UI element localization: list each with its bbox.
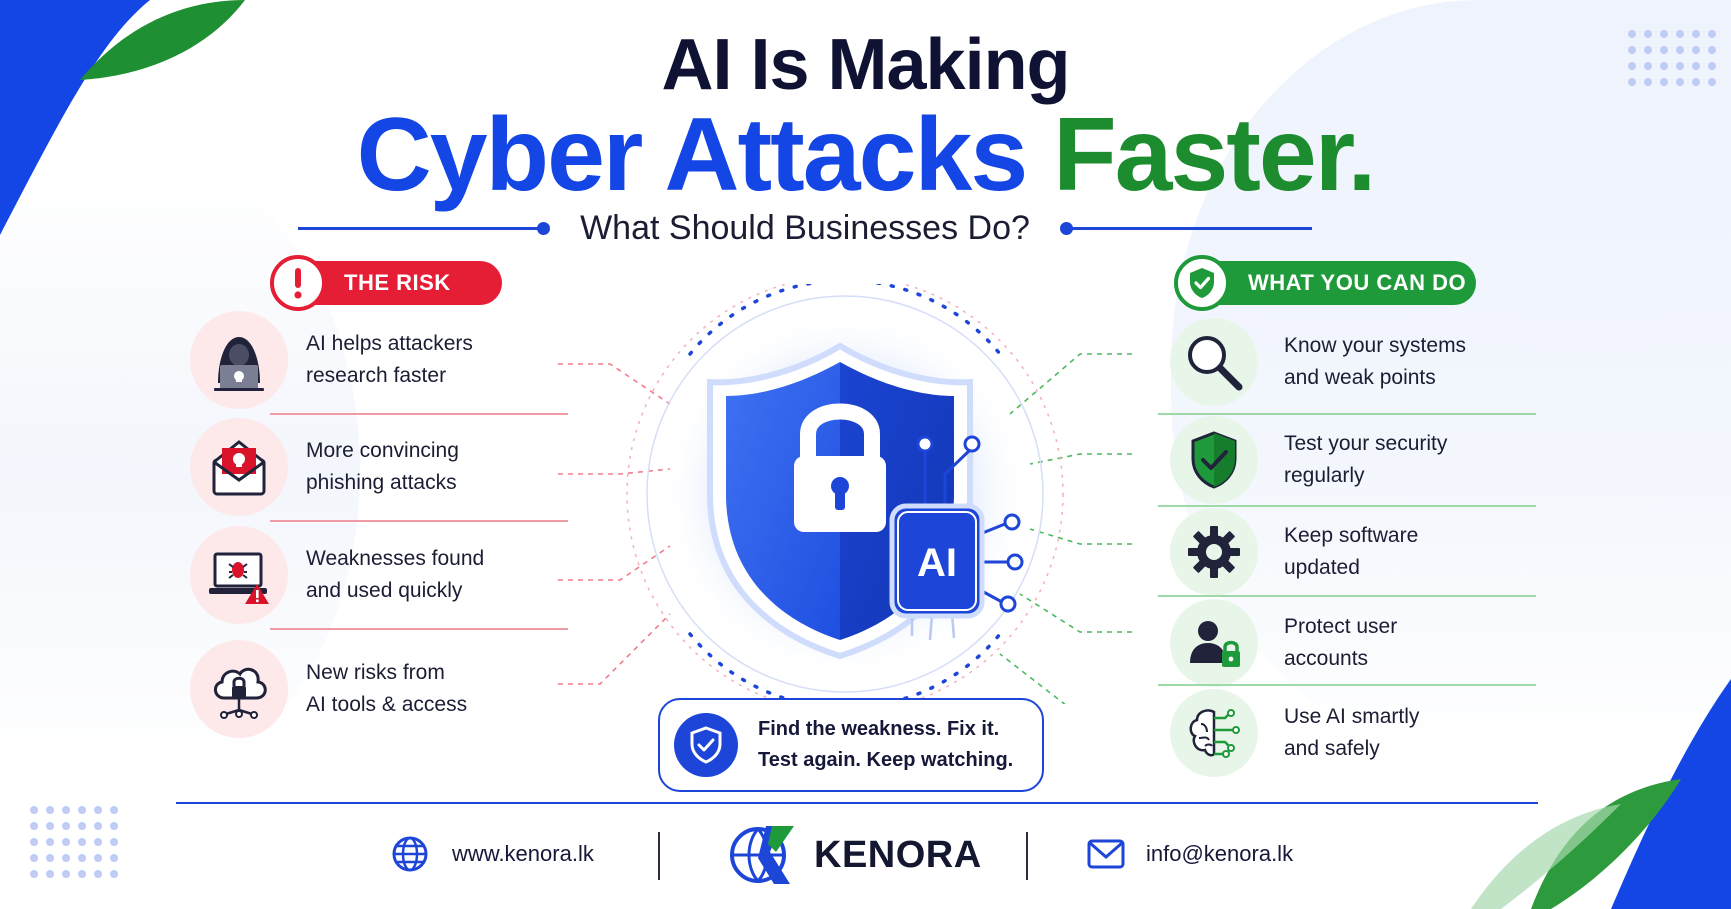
risk-item-line-1: Weaknesses found xyxy=(306,547,485,570)
motto-line-2: Test again. Keep watching. xyxy=(758,749,1014,771)
footer-separator xyxy=(658,832,660,880)
action-item: Know your systems and weak points xyxy=(1170,318,1538,406)
action-item-line-2: regularly xyxy=(1284,464,1365,487)
action-item-line-1: Use AI smartly xyxy=(1284,705,1420,728)
action-item: Use AI smartly and safely xyxy=(1170,689,1538,777)
dot-grid-top-right xyxy=(1628,30,1716,86)
actions-heading: WHAT YOU CAN DO xyxy=(1248,270,1467,295)
motto-box: Find the weakness. Fix it. Test again. K… xyxy=(658,698,1044,792)
action-divider xyxy=(1158,684,1536,686)
bug-laptop-icon xyxy=(190,526,288,624)
subtitle: What Should Businesses Do? xyxy=(580,208,1030,247)
risk-divider xyxy=(270,413,568,415)
action-item-line-2: and weak points xyxy=(1284,366,1436,389)
risk-item-line-1: More convincing xyxy=(306,439,459,462)
risk-item-line-2: research faster xyxy=(306,364,447,387)
action-item-line-1: Keep software xyxy=(1284,524,1419,547)
actions-heading-pill: WHAT YOU CAN DO xyxy=(1174,255,1476,311)
website-link[interactable]: www.kenora.lk xyxy=(452,841,594,866)
brand-logo: KENORA xyxy=(728,824,982,886)
brain-circuit-icon xyxy=(1170,689,1258,777)
subtitle-line-left xyxy=(298,221,551,235)
phishing-envelope-icon xyxy=(190,418,288,516)
motto-line-1: Find the weakness. Fix it. xyxy=(758,718,1000,740)
risk-heading-pill: THE RISK xyxy=(270,255,502,311)
mail-icon xyxy=(1087,839,1125,869)
subtitle-row: What Should Businesses Do? xyxy=(298,206,1312,250)
title-highlight-green: Faster. xyxy=(1053,97,1376,213)
risk-item-line-1: New risks from xyxy=(306,661,445,684)
exclamation-icon xyxy=(270,255,326,311)
footer-divider xyxy=(176,802,1538,804)
brand-name: KENORA xyxy=(814,833,982,876)
corner-wave-top-left xyxy=(0,0,245,235)
risk-divider xyxy=(270,628,568,630)
risk-connector-lines xyxy=(558,363,671,685)
central-shield-graphic: AI xyxy=(558,284,1132,704)
dot-grid-bottom-left xyxy=(30,806,118,878)
kenora-logo-icon xyxy=(730,826,794,884)
footer-separator xyxy=(1026,832,1028,880)
footer-email[interactable]: info@kenora.lk xyxy=(1086,834,1293,874)
email-link[interactable]: info@kenora.lk xyxy=(1146,841,1294,866)
action-divider xyxy=(1158,413,1536,415)
action-connector-lines xyxy=(999,353,1132,704)
risk-item: AI helps attackers research faster xyxy=(190,311,568,409)
risk-item: New risks from AI tools & access xyxy=(190,640,568,738)
gear-icon xyxy=(1170,508,1258,596)
corner-wave-bottom-right xyxy=(1471,679,1731,909)
background-blob-right xyxy=(1171,0,1731,760)
hacker-icon xyxy=(190,311,288,409)
action-item: Protect user accounts xyxy=(1170,599,1538,687)
risk-item: Weaknesses found and used quickly xyxy=(190,526,568,624)
action-item: Test your security regularly xyxy=(1170,416,1538,504)
cloud-lock-icon xyxy=(190,640,288,738)
action-item-line-2: accounts xyxy=(1284,647,1369,670)
action-item-line-2: and safely xyxy=(1284,737,1380,760)
action-item-line-1: Protect user xyxy=(1284,615,1398,638)
shield-check-icon xyxy=(1170,416,1258,504)
action-divider xyxy=(1158,595,1536,597)
magnifier-icon xyxy=(1170,318,1258,406)
page-title-line-2: Cyber Attacks Faster. xyxy=(0,98,1731,212)
action-item: Keep software updated xyxy=(1170,508,1538,596)
risk-item-line-1: AI helps attackers xyxy=(306,332,473,355)
risk-item-line-2: phishing attacks xyxy=(306,471,457,494)
footer-website[interactable]: www.kenora.lk xyxy=(390,834,594,874)
page-title-line-1: AI Is Making xyxy=(661,25,1070,105)
title-highlight-blue: Cyber Attacks xyxy=(356,97,1029,213)
action-item-line-1: Know your systems xyxy=(1284,334,1467,357)
risk-item-line-2: AI tools & access xyxy=(306,693,468,716)
risk-divider xyxy=(270,520,568,522)
action-divider xyxy=(1158,505,1536,507)
subtitle-line-right xyxy=(1059,221,1312,235)
user-lock-icon xyxy=(1170,599,1258,687)
risk-item: More convincing phishing attacks xyxy=(190,418,568,516)
globe-icon xyxy=(392,836,428,872)
risk-item-line-2: and used quickly xyxy=(306,579,463,602)
shield-check-badge-icon xyxy=(1174,255,1230,311)
action-item-line-2: updated xyxy=(1284,556,1360,579)
risk-heading: THE RISK xyxy=(344,270,451,295)
action-item-line-1: Test your security xyxy=(1284,432,1448,455)
shield-check-motto-icon xyxy=(674,713,738,777)
ai-chip-label: AI xyxy=(917,541,957,585)
